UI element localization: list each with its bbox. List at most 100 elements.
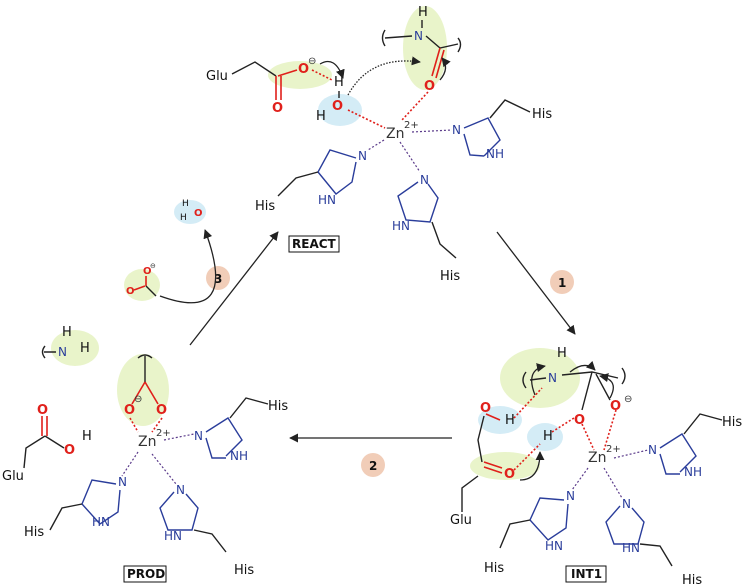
prod-amine-bonds xyxy=(41,345,56,359)
prod-his-bottom-n: N xyxy=(176,483,185,497)
prod-glu-coh xyxy=(44,435,65,449)
int1-ominus-zn-bond xyxy=(603,409,617,451)
react-zn-his-right xyxy=(411,129,453,133)
prod-amine-highlight xyxy=(51,330,99,366)
int1-his-right-label: His xyxy=(722,415,742,430)
prod-zn: Zn xyxy=(138,434,156,450)
int1-arrow-b xyxy=(569,360,596,373)
react-his-bottom-chain xyxy=(431,221,457,259)
prod-amine-h1: H xyxy=(62,325,72,340)
react-water-zn xyxy=(347,109,386,129)
react-zn: Zn xyxy=(386,126,404,142)
prod-his-left-hn: HN xyxy=(92,515,110,529)
prod-carboxylate-bonds xyxy=(131,381,159,405)
step-3-curved-arrow xyxy=(159,229,217,304)
int1-hbond-2 xyxy=(551,417,575,433)
int1-arrow-a xyxy=(531,363,546,396)
step-2-circle xyxy=(361,453,385,477)
water-h1: H xyxy=(182,199,189,209)
prod-his-right-nh: NH xyxy=(230,449,248,463)
react-his-left-label: His xyxy=(255,199,275,214)
prod-zn-his-left xyxy=(121,451,139,477)
prod-his-bottom-hn: HN xyxy=(164,529,182,543)
react-glu-label: Glu xyxy=(206,69,228,84)
react-carboxylate-o: O xyxy=(298,62,309,77)
int1-arrow-c xyxy=(599,373,614,399)
react-curved-arrow-3 xyxy=(439,57,451,81)
react-curved-arrow-2 xyxy=(347,56,421,96)
react-amide-co xyxy=(431,47,445,79)
react-carbonyl-bond xyxy=(275,76,282,100)
step-1-label: 1 xyxy=(558,276,566,290)
step-3-chain xyxy=(145,285,157,297)
react-water-highlight xyxy=(318,94,362,126)
int1-his-bottom-n: N xyxy=(622,497,631,511)
prod-his-right-chain xyxy=(229,397,269,419)
int1-his-left-hn: HN xyxy=(545,539,563,553)
int1-label: INT1 xyxy=(571,567,602,581)
react-amide-o: O xyxy=(424,79,435,94)
int1-amine-h: H xyxy=(557,346,567,361)
int1-glu-c xyxy=(477,415,485,463)
prod-glu-label: Glu xyxy=(2,469,24,484)
step-1-arrow xyxy=(496,231,576,335)
int1-his-left-label: His xyxy=(484,561,504,576)
prod-label: PROD xyxy=(127,567,165,581)
int1-glu-o: O xyxy=(504,467,515,482)
react-curved-arrow-1 xyxy=(319,60,345,79)
int1-his-left-ring xyxy=(529,497,569,541)
step-3-circle xyxy=(206,266,230,290)
react-water-o: O xyxy=(332,99,343,114)
int1-his-right-nh: NH xyxy=(684,465,702,479)
int1-hbond-1 xyxy=(513,387,543,419)
react-his-bottom-n: N xyxy=(420,173,429,187)
step-3: 3 O O ⊖ H H O xyxy=(124,199,279,346)
int1-zn-his-right xyxy=(613,449,649,459)
int1-h2-highlight xyxy=(527,423,563,451)
int1-breaks xyxy=(522,367,626,389)
int1-glu-chain xyxy=(461,475,479,512)
step-3-o1: O xyxy=(143,266,152,277)
int1-zn-his-left xyxy=(571,467,589,491)
react-water-h1: H xyxy=(334,75,344,90)
react-zn-his-bottom xyxy=(399,141,421,173)
react-carboxylate-highlight xyxy=(268,61,332,89)
int1-glu-oh: O xyxy=(480,401,491,416)
react-zn-charge: 2+ xyxy=(404,120,419,131)
react-amide-h: H xyxy=(418,5,428,20)
step-2: 2 xyxy=(289,433,452,477)
react-his-left-n: N xyxy=(358,149,367,163)
step-3-label: 3 xyxy=(214,272,222,286)
water-o: O xyxy=(194,208,203,219)
int1-his-right-ring xyxy=(659,433,697,475)
int1-glu-label: Glu xyxy=(450,513,472,528)
int1-h1: H xyxy=(505,413,515,428)
int1-his-right-n: N xyxy=(648,443,657,457)
int1-complex: H N O O ⊖ H H O O Glu Zn 2+ N NH His N xyxy=(450,346,742,586)
react-amide-highlight xyxy=(403,6,447,90)
react-o-charge: ⊖ xyxy=(308,56,316,67)
int1-amine-n: N xyxy=(548,371,557,385)
int1-amine-highlight xyxy=(500,348,580,408)
water-h2: H xyxy=(180,213,187,223)
step-3-o-charge: ⊖ xyxy=(150,262,156,270)
react-amide-zn xyxy=(401,91,429,121)
react-label: REACT xyxy=(292,237,337,251)
int1-his-left-chain xyxy=(499,519,531,549)
prod-zn-his-right xyxy=(163,433,195,441)
int1-zn: Zn xyxy=(588,450,606,466)
react-his-right-label: His xyxy=(532,107,552,122)
react-complex: Glu O O ⊖ H O H H N O Zn 2+ N NH xyxy=(206,5,552,284)
prod-o-zn-bonds xyxy=(129,417,163,433)
react-carbonyl-o: O xyxy=(272,101,283,116)
step-3-co-bonds xyxy=(133,276,147,291)
prod-o-charge: ⊖ xyxy=(134,394,142,405)
react-zn-his-left xyxy=(367,139,385,151)
int1-his-bottom-label: His xyxy=(682,573,702,586)
react-his-bottom-ring xyxy=(397,181,439,223)
prod-glu-h: H xyxy=(82,429,92,444)
prod-glu-co xyxy=(41,416,48,436)
react-his-right-chain xyxy=(489,99,531,119)
